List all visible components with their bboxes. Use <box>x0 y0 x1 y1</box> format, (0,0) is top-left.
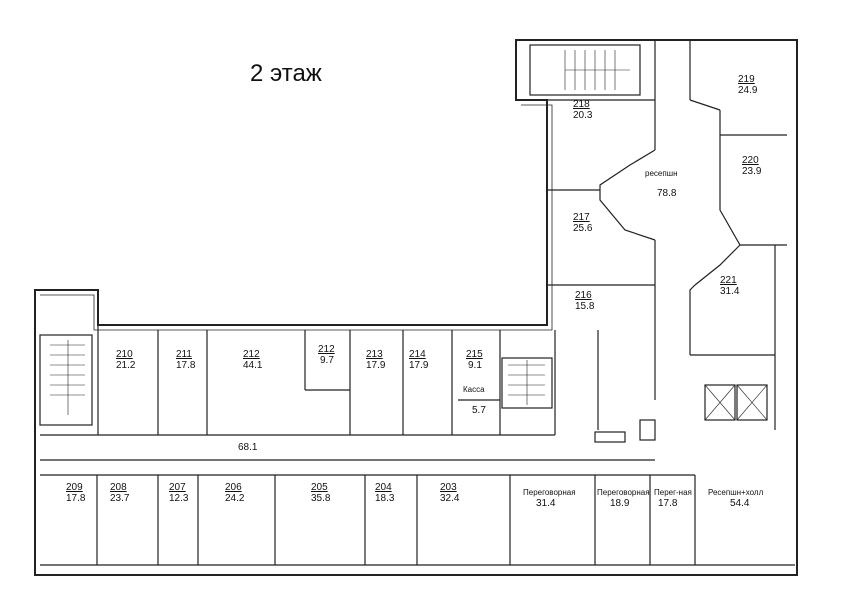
room-number: 206 <box>225 482 242 493</box>
room-area: 18.9 <box>610 498 630 509</box>
room-number: 211 <box>176 349 192 360</box>
room-area: 32.4 <box>440 493 460 504</box>
room-label: Касса <box>463 385 485 394</box>
room-number: 212 <box>243 349 260 360</box>
room-area: 23.7 <box>110 493 130 504</box>
room-area: 44.1 <box>243 360 263 371</box>
room-number: 217 <box>573 212 590 223</box>
inner-wall-line <box>40 104 553 331</box>
room-area: 24.2 <box>225 493 245 504</box>
elevator <box>736 384 768 421</box>
room-labels: 210 21.2 211 17.8 212 44.1 212 9.7 213 1… <box>66 74 764 509</box>
room-label: Перег-ная <box>654 488 692 497</box>
room-area: 18.3 <box>375 493 395 504</box>
room-area: 17.9 <box>366 360 386 371</box>
room-area: 21.2 <box>116 360 136 371</box>
room-area: 17.8 <box>66 493 86 504</box>
elevator <box>704 384 736 421</box>
stairwell-middle <box>501 357 553 409</box>
room-area: 31.4 <box>720 286 740 297</box>
room-area: 25.6 <box>573 223 593 234</box>
outer-wall <box>34 39 798 576</box>
room-area: 15.8 <box>575 301 595 312</box>
room-number: 214 <box>409 349 426 360</box>
room-number: 205 <box>311 482 328 493</box>
room-number: 203 <box>440 482 457 493</box>
room-number: 218 <box>573 99 590 110</box>
room-area: 31.4 <box>536 498 556 509</box>
room-area: 9.7 <box>320 355 334 366</box>
room-area: 5.7 <box>472 405 486 416</box>
floor-title: 2 этаж <box>250 60 322 87</box>
room-number: 213 <box>366 349 383 360</box>
stairwell-left <box>39 334 93 426</box>
room-label: Ресепшн+холл <box>708 488 764 497</box>
room-number: 204 <box>375 482 392 493</box>
room-number: 210 <box>116 349 133 360</box>
room-area: 20.3 <box>573 110 593 121</box>
room-label: ресепшн <box>645 169 678 178</box>
room-number: 221 <box>720 275 737 286</box>
room-area: 17.8 <box>658 498 678 509</box>
room-area: 17.9 <box>409 360 429 371</box>
room-number: 215 <box>466 349 483 360</box>
room-number: 216 <box>575 290 592 301</box>
room-area: 24.9 <box>738 85 758 96</box>
room-area: 12.3 <box>169 493 189 504</box>
room-area: 54.4 <box>730 498 750 509</box>
room-number: 209 <box>66 482 83 493</box>
stairwell <box>529 44 641 96</box>
room-number: 220 <box>742 155 759 166</box>
room-label: Переговорная <box>597 488 650 497</box>
room-area: 17.8 <box>176 360 196 371</box>
room-area: 35.8 <box>311 493 331 504</box>
room-number: 208 <box>110 482 127 493</box>
room-number: 212 <box>318 344 335 355</box>
room-number: 207 <box>169 482 186 493</box>
room-area: 78.8 <box>657 188 677 199</box>
room-area: 23.9 <box>742 166 762 177</box>
corridor-area: 68.1 <box>238 442 258 453</box>
room-label: Переговорная <box>523 488 576 497</box>
room-area: 9.1 <box>468 360 482 371</box>
room-number: 219 <box>738 74 755 85</box>
